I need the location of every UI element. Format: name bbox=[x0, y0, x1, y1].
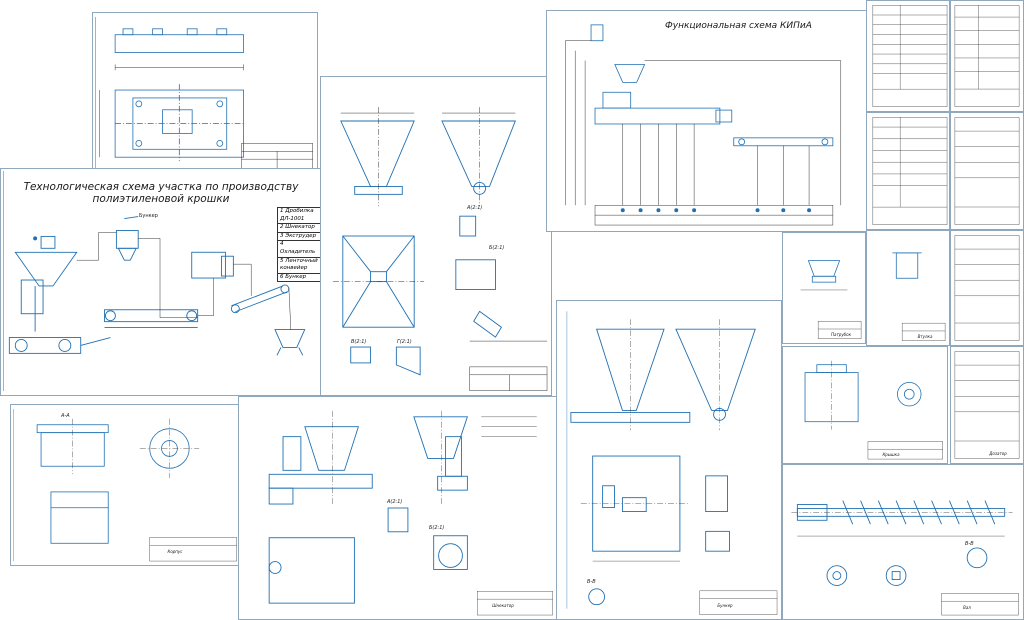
hopper-section-label-b: Б(2:1) bbox=[489, 245, 505, 251]
part-korpus-drawing bbox=[892, 252, 946, 341]
hopper-assembly-drawing bbox=[566, 311, 778, 615]
part-patrubok-drawing bbox=[800, 260, 862, 339]
sheet-assembly: А(2:1) Б(2:1) Шнекатор bbox=[238, 396, 558, 620]
housing-drawing bbox=[13, 408, 237, 562]
hopper-assembly-section-label: В-В bbox=[587, 579, 596, 585]
sheet-part-patrubok: Патрубок bbox=[782, 232, 866, 344]
legend-item-5: 5 Ленточный конвейер bbox=[278, 258, 322, 274]
legend-item-2: 2 Шнекатор bbox=[278, 224, 322, 233]
spec-1b-table bbox=[954, 5, 1020, 107]
sheet-spec-2 bbox=[866, 112, 950, 230]
shaft-drawing bbox=[791, 500, 1019, 616]
functional-scheme-title: Функциональная схема КИПиА bbox=[665, 21, 812, 31]
legend-item-1: 1 Дробилка ДЛ-1001 bbox=[278, 208, 322, 225]
sheet-shaft: В-В Вал bbox=[782, 464, 1024, 620]
hopper-views-drawing bbox=[332, 107, 548, 391]
sheet-spec-1b bbox=[950, 0, 1024, 112]
housing-section-label: А-А bbox=[61, 413, 70, 419]
legend-item-4: 4 Охладитель bbox=[278, 241, 322, 258]
part-spec-3-table bbox=[954, 235, 1020, 341]
housing-stamp: Корпус bbox=[167, 549, 183, 554]
part-korpus-stamp: Втулка bbox=[917, 334, 933, 339]
sheet-housing: А-А Корпус bbox=[10, 404, 242, 566]
base-frame-drawing bbox=[95, 16, 313, 170]
spec-2-table bbox=[872, 117, 948, 225]
sheet-base-frame bbox=[92, 12, 318, 174]
hopper-assembly-stamp: Бункер bbox=[717, 603, 733, 608]
sheet-tech-scheme: Технологическая схема участка по произво… bbox=[0, 168, 323, 396]
hopper-section-label-a: А(2:1) bbox=[467, 205, 483, 211]
sheet-part-spec-3 bbox=[950, 230, 1024, 346]
shaft-section-label: В-В bbox=[965, 541, 974, 547]
spec-1-table bbox=[872, 5, 948, 107]
part-patrubok-stamp: Патрубок bbox=[830, 332, 852, 337]
part-dozator-stamp: Дозатор bbox=[989, 451, 1007, 456]
sheet-part-kryshka: Крышка bbox=[782, 346, 948, 464]
legend-item-3: 3 Экструдер bbox=[278, 233, 322, 242]
tech-scheme-title: Технологическая схема участка по произво… bbox=[21, 181, 301, 205]
tech-scheme-legend: 1 Дробилка ДЛ-1001 2 Шнекатор 3 Экструде… bbox=[277, 207, 323, 283]
tech-scheme-title-line2: полиэтиленовой крошки bbox=[92, 193, 230, 205]
tech-scheme-drawing bbox=[3, 170, 306, 392]
sheet-part-dozator: Дозатор bbox=[950, 346, 1024, 464]
sheet-hopper-views: А(2:1) Б(2:1) В(2:1) Г(2:1) bbox=[320, 76, 552, 396]
assembly-drawing bbox=[268, 410, 553, 616]
sheet-hopper-assembly: В-В Бункер bbox=[556, 300, 782, 620]
sheet-spec-2b bbox=[950, 112, 1024, 230]
part-kryshka-drawing bbox=[804, 360, 943, 460]
hopper-section-label-d: Г(2:1) bbox=[397, 339, 412, 345]
shaft-stamp: Вал bbox=[963, 605, 971, 610]
sheet-part-korpus: Втулка bbox=[866, 230, 950, 346]
assembly-stamp: Шнекатор bbox=[492, 603, 514, 608]
sheet-spec-1 bbox=[866, 0, 950, 112]
part-kryshka-stamp: Крышка bbox=[882, 452, 900, 457]
part-dozator-table bbox=[954, 351, 1020, 459]
spec-2b-table bbox=[954, 117, 1020, 225]
functional-scheme-drawing bbox=[565, 24, 842, 226]
tech-scheme-title-line1: Технологическая схема участка по произво… bbox=[23, 181, 299, 193]
assembly-section-label-a: А(2:1) bbox=[387, 499, 403, 505]
legend-item-6: 6 Бункер bbox=[280, 273, 307, 280]
assembly-section-label-b: Б(2:1) bbox=[429, 525, 445, 531]
tech-scheme-bunker-label: Бункер bbox=[139, 213, 158, 219]
sheet-functional-scheme: Функциональная схема КИПиА bbox=[546, 10, 868, 232]
hopper-section-label-c: В(2:1) bbox=[351, 339, 367, 345]
